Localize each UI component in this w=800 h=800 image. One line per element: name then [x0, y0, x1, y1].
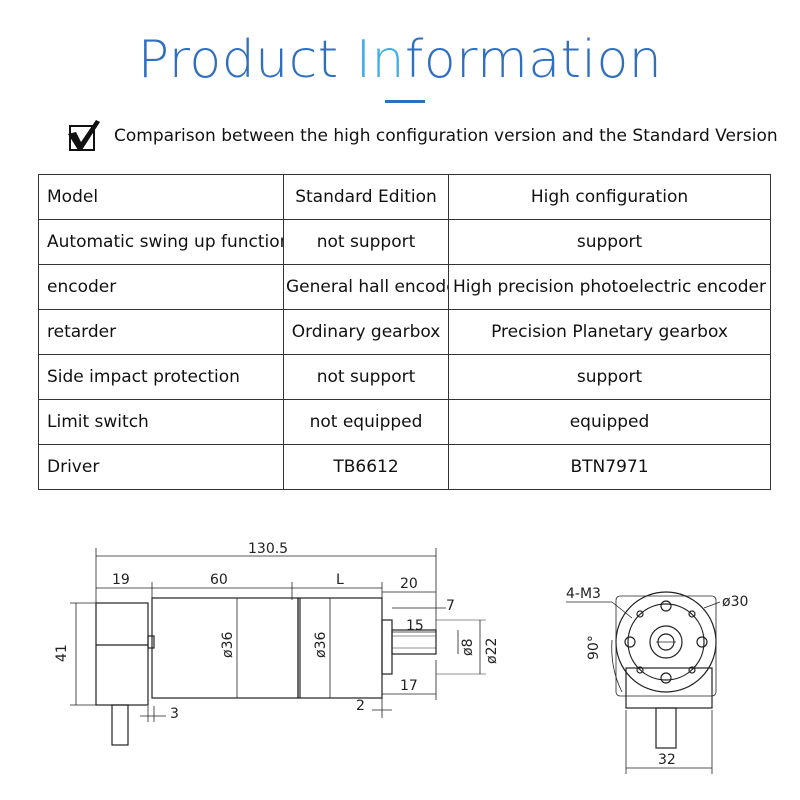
table-cell: Driver: [38, 444, 284, 490]
table-cell: not support: [283, 354, 449, 400]
checkmark-box-icon: [68, 120, 100, 151]
label-dia-30: ø30: [722, 594, 748, 610]
table-row: Model Standard Edition High configuratio…: [38, 174, 771, 220]
table-cell: Limit switch: [38, 399, 284, 445]
dim-dia-22: ø22: [484, 638, 500, 664]
title-underline: [385, 100, 425, 103]
table-cell: not support: [283, 219, 449, 265]
page-title: Product Information: [0, 28, 800, 92]
table-cell: not equipped: [283, 399, 449, 445]
title-accent-letters: In: [355, 30, 406, 90]
dim-19: 19: [112, 572, 130, 588]
table-row: retarder Ordinary gearbox Precision Plan…: [38, 309, 771, 355]
dim-dia-36-gearbox: ø36: [313, 632, 329, 658]
dim-41: 41: [54, 644, 70, 662]
end-view: [566, 591, 721, 774]
dim-3: 3: [170, 706, 179, 722]
table-cell: support: [448, 219, 771, 265]
table-row: Limit switch not equipped equipped: [38, 399, 771, 445]
table-cell: High precision photoelectric encoder: [448, 264, 771, 310]
label-4-m3: 4-M3: [566, 586, 601, 602]
table-cell: Side impact protection: [38, 354, 284, 400]
caption-text: Comparison between the high configuratio…: [114, 126, 778, 146]
end-view-labels: 4-M3 ø30 90° 32: [566, 586, 748, 768]
dim-15: 15: [406, 618, 424, 634]
title-word-product: Product: [137, 30, 356, 90]
table-cell: Precision Planetary gearbox: [448, 309, 771, 355]
table-cell: Model: [38, 174, 284, 220]
caption-row: Comparison between the high configuratio…: [66, 118, 778, 154]
dim-total-length: 130.5: [248, 541, 288, 557]
dim-dia-8: ø8: [460, 639, 476, 656]
side-view-labels: 130.5 19 60 L 20 7 15 ø36 ø36 ø8 ø22 17 …: [54, 541, 500, 722]
table-cell: equipped: [448, 399, 771, 445]
table-cell: General hall encoder: [283, 264, 449, 310]
dim-dia-36-motor: ø36: [220, 632, 236, 658]
technical-drawing: 130.5 19 60 L 20 7 15 ø36 ø36 ø8 ø22 17 …: [54, 541, 748, 774]
dim-60: 60: [210, 572, 228, 588]
comparison-table: Model Standard Edition High configuratio…: [38, 174, 771, 490]
table-cell: Automatic swing up function: [38, 219, 284, 265]
label-90-degrees: 90°: [586, 635, 602, 660]
table-cell: encoder: [38, 264, 284, 310]
table-cell: TB6612: [283, 444, 449, 490]
table-row: Driver TB6612 BTN7971: [38, 444, 771, 490]
table-cell: Ordinary gearbox: [283, 309, 449, 355]
title-word-formation: formation: [405, 30, 663, 90]
table-cell: support: [448, 354, 771, 400]
dim-2: 2: [356, 698, 365, 714]
table-cell: High configuration: [448, 174, 771, 220]
dim-20: 20: [400, 576, 418, 592]
label-32: 32: [658, 752, 676, 768]
dim-7: 7: [446, 598, 455, 614]
table-cell: BTN7971: [448, 444, 771, 490]
table-cell: retarder: [38, 309, 284, 355]
side-view: [70, 548, 486, 746]
table-row: encoder General hall encoder High precis…: [38, 264, 771, 310]
dim-L: L: [336, 572, 344, 588]
table-row: Automatic swing up function not support …: [38, 219, 771, 265]
dim-17: 17: [400, 678, 418, 694]
table-row: Side impact protection not support suppo…: [38, 354, 771, 400]
table-cell: Standard Edition: [283, 174, 449, 220]
